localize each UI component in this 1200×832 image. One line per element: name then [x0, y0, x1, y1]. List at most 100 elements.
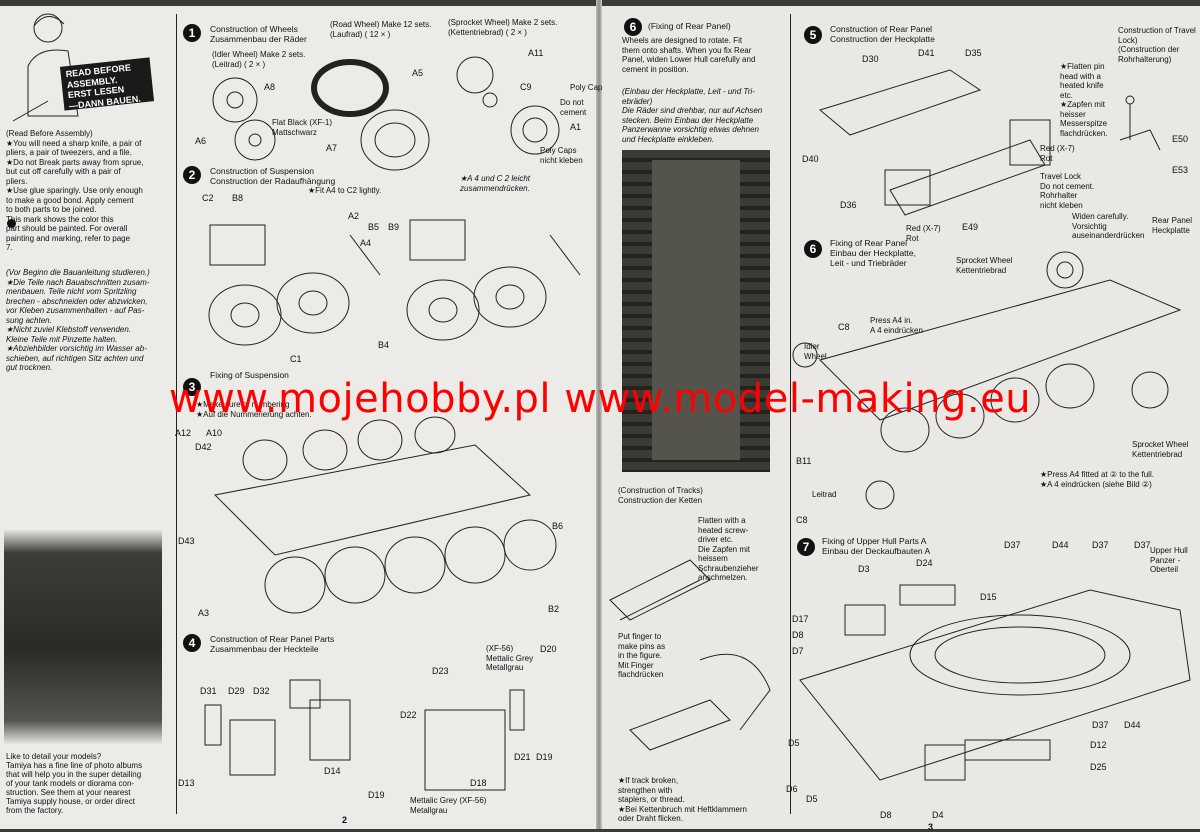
read-before-assembly-banner: READ BEFORE ASSEMBLY. ERST LESEN —DANN B… — [59, 57, 155, 111]
part-label: C2 — [202, 193, 214, 203]
part-label: D3 — [858, 564, 870, 574]
step-4-rear-panel-drawing — [204, 679, 525, 791]
poly-caps-note: Poly Caps nicht kleben — [540, 146, 583, 165]
part-label: D7 — [792, 646, 804, 656]
step-5-number: 5 — [804, 26, 822, 44]
part-label: D37 — [1134, 540, 1151, 550]
part-label: B2 — [548, 604, 560, 614]
road-wheel-note: (Road Wheel) Make 12 sets. (Laufrad) ( 1… — [330, 20, 432, 39]
intro-text-en: (Read Before Assembly) ★You will need a … — [6, 129, 144, 252]
part-label: A10 — [206, 428, 223, 438]
press-a4-note: Press A4 in. A 4 eindrücken — [870, 316, 923, 335]
xf56-note-bottom: Mettalic Grey (XF-56) Metallgrau — [410, 796, 487, 815]
sprocket-wheel-note: (Sprocket Wheel) Make 2 sets. (Kettentri… — [448, 18, 558, 37]
sprocket-wheel-label-2: Sprocket Wheel Kettentriebrad — [1132, 440, 1189, 459]
part-label: D5 — [806, 794, 818, 804]
tracks-title: (Construction of Tracks) Construction de… — [618, 486, 703, 505]
do-not-cement-note: Do not cement — [560, 98, 587, 117]
part-label: D31 — [200, 686, 217, 696]
step-3-title: Fixing of Suspension — [210, 370, 289, 380]
xf56-note-top: (XF-56) Mettalic Grey Metallgrau — [486, 644, 534, 672]
part-label: A6 — [195, 136, 207, 146]
rear-panel-text-de: (Einbau der Heckplatte, Leit - und Tri- … — [622, 87, 763, 144]
part-label: D20 — [540, 644, 557, 654]
part-label: A8 — [264, 82, 276, 92]
part-label: D4 — [932, 810, 944, 820]
part-label: A7 — [326, 143, 338, 153]
part-label: E50 — [1172, 134, 1189, 144]
step-4-title: Construction of Rear Panel Parts Zusamme… — [210, 634, 335, 654]
part-label: B8 — [232, 193, 244, 203]
watermark-text: www.mojehobby.pl www.model-making.eu — [168, 376, 1032, 422]
step-2-suspension-drawing — [208, 219, 581, 346]
part-label: C8 — [796, 515, 808, 525]
part-label: D37 — [1092, 720, 1109, 730]
part-label: A4 — [360, 238, 372, 248]
part-label: D25 — [1090, 762, 1107, 772]
page-number-right: 3 — [928, 822, 934, 832]
column-divider — [176, 14, 177, 814]
part-label: D36 — [840, 200, 857, 210]
part-label: D18 — [470, 778, 487, 788]
idler-wheel-note: (Idler Wheel) Make 2 sets. (Leitrad) ( 2… — [212, 50, 306, 69]
part-label: D42 — [195, 442, 212, 452]
step-7-title: Fixing of Upper Hull Parts A Einbau der … — [822, 536, 931, 556]
idler-wheel-label: Idler Wheel — [804, 342, 827, 361]
fit-a4-note: ★Fit A4 to C2 lightly. — [308, 186, 382, 195]
numbering-note: ★Make sure of numbering ★Auf die Nummeri… — [196, 400, 312, 419]
widen-note: Widen carefully. Vorsichtig auseinanderd… — [1072, 212, 1145, 240]
part-label: D30 — [862, 54, 879, 64]
part-label: D22 — [400, 710, 417, 720]
part-label: C8 — [838, 322, 850, 332]
lower-hull-photo — [622, 150, 770, 472]
press-full-note: ★Press A4 fitted at ② to the full. ★A 4 … — [1040, 470, 1154, 489]
tank-photo — [4, 505, 162, 745]
flat-black-note: Flat Black (XF-1) Mattschwarz — [272, 118, 333, 137]
part-label: B4 — [378, 340, 390, 350]
part-label: D21 — [514, 752, 531, 762]
part-label: D8 — [792, 630, 804, 640]
part-label: A5 — [412, 68, 424, 78]
a4-c2-note: ★A 4 und C 2 leicht zusammendrücken. — [460, 174, 531, 193]
red-x7-note: Red (X-7) Rot — [1040, 144, 1075, 163]
rear-panel-text-en: Wheels are designed to rotate. Fit them … — [622, 36, 756, 74]
track-broken-note: ★If track broken, strengthen with staple… — [618, 776, 747, 823]
step-1-title: Construction of Wheels Zusammenbau der R… — [210, 24, 307, 44]
part-label: D37 — [1004, 540, 1021, 550]
part-label: E49 — [962, 222, 979, 232]
part-label: D17 — [792, 614, 809, 624]
step-6b-number: 6 — [804, 240, 822, 258]
part-label: A3 — [198, 608, 210, 618]
part-label: D15 — [980, 592, 997, 602]
step-6b-hull-drawing — [792, 251, 1182, 510]
travel-lock-title: Construction of Travel Lock) (Constructi… — [1118, 26, 1196, 64]
step-3-hull-drawing — [213, 416, 557, 614]
travel-lock-note: ★Flatten pin head with a heated knife et… — [1060, 62, 1108, 138]
step-1-number: 1 — [183, 24, 201, 42]
part-label: D35 — [965, 48, 982, 58]
rear-panel-label: Rear Panel Heckplatte — [1152, 216, 1193, 235]
step-6b-title: Fixing of Rear Panel Einbau der Heckplat… — [830, 238, 916, 268]
part-label: A1 — [570, 122, 582, 132]
part-label: D29 — [228, 686, 245, 696]
step-7-number: 7 — [797, 538, 815, 556]
step-2-title: Construction of Suspension Construction … — [210, 166, 336, 186]
part-label: A11 — [528, 48, 544, 58]
part-label: D12 — [1090, 740, 1107, 750]
page-number-left: 2 — [342, 815, 348, 825]
step-4-number: 4 — [183, 634, 201, 652]
finger-note: Put finger to make pins as in the figure… — [618, 632, 666, 679]
part-label: D37 — [1092, 540, 1109, 550]
poly-cap-note: Poly Cap — [570, 83, 603, 92]
column-divider — [790, 14, 791, 814]
part-label: B5 — [368, 222, 380, 232]
upper-hull-label: Upper Hull Panzer - Oberteil — [1150, 546, 1188, 574]
part-label: D13 — [178, 778, 195, 788]
part-label: D23 — [432, 666, 449, 676]
part-label: D5 — [788, 738, 800, 748]
part-label: D44 — [1052, 540, 1069, 550]
part-label: C9 — [520, 82, 532, 92]
travel-lock-no-cement: Travel Lock Do not cement. Rohrhalter ni… — [1040, 172, 1095, 210]
leitrad-label: Leitrad — [812, 490, 837, 499]
step-6a-number: 6 — [624, 18, 642, 36]
